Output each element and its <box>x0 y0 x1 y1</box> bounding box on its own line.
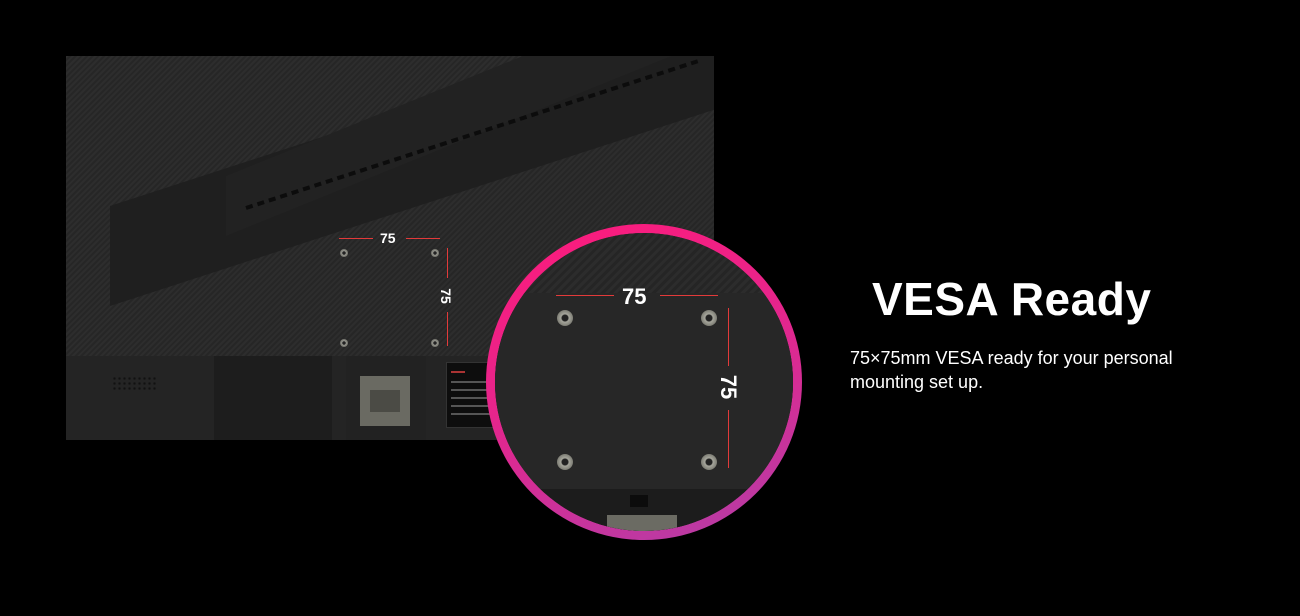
dimension-label-horizontal: 75 <box>622 284 647 309</box>
dimension-line-horizontal <box>406 238 440 239</box>
dimension-line-horizontal <box>556 295 614 296</box>
vesa-screw-icon <box>431 249 439 257</box>
stand-mount <box>214 356 332 440</box>
dimension-line-vertical <box>728 410 729 468</box>
vesa-screw-icon <box>701 454 717 470</box>
vesa-screw-icon <box>431 339 439 347</box>
mount-bracket <box>346 356 426 440</box>
dimension-line-horizontal <box>660 295 718 296</box>
dimension-label-vertical: 75 <box>437 288 454 304</box>
vesa-screw-icon <box>557 454 573 470</box>
feature-description: 75×75mm VESA ready for your personal mou… <box>850 348 1173 392</box>
dimension-line-vertical <box>447 248 448 278</box>
dimension-line-vertical <box>447 312 448 346</box>
speaker-grille <box>112 376 156 392</box>
vesa-screw-icon <box>340 249 348 257</box>
vesa-zoom-circle: 75 75 <box>486 224 802 540</box>
vesa-screw-icon <box>340 339 348 347</box>
dimension-label-vertical: 75 <box>716 374 742 400</box>
dimension-line-vertical <box>728 308 729 366</box>
dimension-line-horizontal <box>339 238 373 239</box>
vesa-screw-icon <box>701 310 717 326</box>
zoom-detail <box>495 233 793 531</box>
dimension-label-horizontal: 75 <box>380 230 396 246</box>
vesa-screw-icon <box>557 310 573 326</box>
page-title: VESA Ready <box>872 273 1152 325</box>
